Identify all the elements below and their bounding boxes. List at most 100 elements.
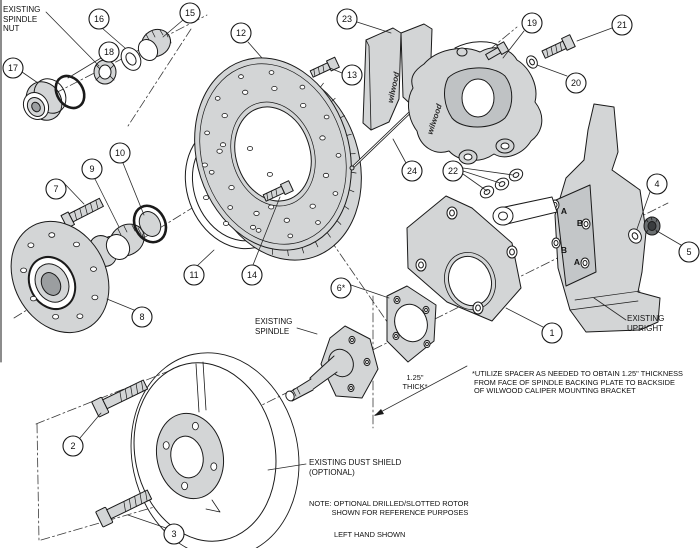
callout-number: 14: [247, 270, 257, 280]
drill-hole: [52, 314, 59, 320]
callout-7: 7: [45, 178, 67, 200]
drill-hole: [208, 170, 215, 175]
callout-5: 5: [678, 241, 700, 263]
drill-hole: [300, 103, 307, 109]
callout-1: 1: [541, 322, 563, 344]
spindle-nut-cap: [22, 78, 67, 121]
drill-hole: [221, 113, 228, 119]
callout-number: 15: [185, 8, 195, 18]
rotor-edge-tick: [320, 82, 324, 88]
rotor-edge-tick: [301, 247, 305, 254]
rotor-bolt-lower: [262, 180, 294, 202]
label-existing-spindle-nut: EXISTING SPINDLE NUT: [3, 5, 41, 33]
rotor: [194, 57, 362, 261]
drill-hole: [162, 441, 170, 450]
callout-number: 20: [571, 78, 581, 88]
caliper-bracket: [406, 195, 522, 322]
drill-hole: [315, 220, 321, 225]
drill-hole: [249, 224, 256, 230]
rotor-edge-tick: [344, 205, 350, 210]
drill-hole: [319, 135, 326, 141]
drill-hole: [242, 89, 249, 95]
drill-hole: [204, 130, 210, 136]
caliper: [408, 41, 543, 165]
rotor-edge-tick: [346, 133, 352, 136]
callout-10: 10: [109, 142, 131, 164]
drill-hole: [255, 228, 262, 233]
callout-12: 12: [230, 22, 252, 44]
callout-number: 19: [527, 18, 537, 28]
callout-20: 20: [565, 72, 587, 94]
rotor-edge-tick: [351, 171, 357, 174]
callout-number: 3: [171, 529, 176, 539]
drill-hole: [266, 171, 273, 177]
label-existing-dust-shield: EXISTING DUST SHIELD (OPTIONAL): [309, 458, 402, 477]
callout-number: 5: [686, 247, 691, 257]
drill-hole: [309, 203, 316, 209]
callout-11: 11: [183, 264, 205, 286]
callout-18: 18: [98, 41, 120, 63]
dimension-arrowhead: [374, 409, 384, 416]
drill-hole: [191, 421, 199, 431]
drill-hole: [181, 481, 189, 491]
callout-4: 4: [646, 173, 668, 195]
spindle-lock-nut: [643, 216, 661, 236]
callout-15: 15: [179, 2, 201, 24]
spindle: [285, 325, 379, 402]
caliper-washer: [526, 55, 538, 69]
drill-hole: [73, 241, 80, 248]
upright-hole-marker-B: B: [577, 218, 583, 228]
callout-24: 24: [401, 160, 423, 182]
pad-retainer-bolt: [485, 41, 510, 61]
note-spacer: *UTILIZE SPACER AS NEEDED TO OBTAIN 1.25…: [472, 369, 683, 396]
drill-hole: [27, 242, 35, 248]
drill-hole: [228, 185, 235, 191]
drill-hole: [299, 84, 306, 90]
rotor-edge-tick: [315, 241, 319, 248]
callout-9: 9: [81, 158, 103, 180]
callout-number: 9: [89, 164, 94, 174]
spindle-washer: [628, 228, 642, 244]
drill-hole: [210, 462, 218, 471]
callout-number: 4: [654, 179, 659, 189]
callout-number: 10: [115, 148, 125, 158]
tab-washer: [120, 47, 142, 71]
rotor-edge-tick: [287, 249, 289, 257]
callout-number: 16: [94, 14, 104, 24]
callout-14: 14: [241, 264, 263, 286]
shield-bolt-lower: [95, 489, 153, 528]
drill-hole: [268, 204, 275, 210]
o-ring: [54, 74, 86, 110]
drill-hole: [287, 233, 294, 239]
callout-2: 2: [62, 435, 84, 457]
callout-number: 13: [347, 70, 357, 80]
drill-hole: [322, 172, 330, 178]
shim-washers: [479, 168, 524, 199]
drill-hole: [48, 232, 56, 238]
rotor-edge-tick: [326, 232, 331, 238]
callout-17: 17: [2, 57, 24, 79]
drill-hole: [238, 74, 244, 79]
drill-hole: [219, 142, 226, 148]
drill-hole: [91, 294, 99, 301]
wheel-stud: [60, 197, 104, 229]
drill-hole: [76, 313, 84, 319]
callout-number: 24: [407, 166, 417, 176]
dust-shield: [130, 352, 300, 548]
caliper-bolt: [541, 34, 576, 59]
callout-16: 16: [88, 8, 110, 30]
callout-13: 13: [341, 64, 363, 86]
callout-number: 22: [448, 166, 458, 176]
upright: [550, 103, 661, 333]
drill-hole: [323, 114, 330, 120]
callout-23: 23: [336, 8, 358, 30]
callout-number: 6*: [337, 283, 346, 293]
upright-hole-marker-A: A: [561, 206, 567, 216]
rotor-edge-tick: [336, 220, 342, 225]
callout-number: 7: [53, 184, 58, 194]
callout-number: 8: [139, 312, 144, 322]
drill-hole: [30, 295, 37, 302]
